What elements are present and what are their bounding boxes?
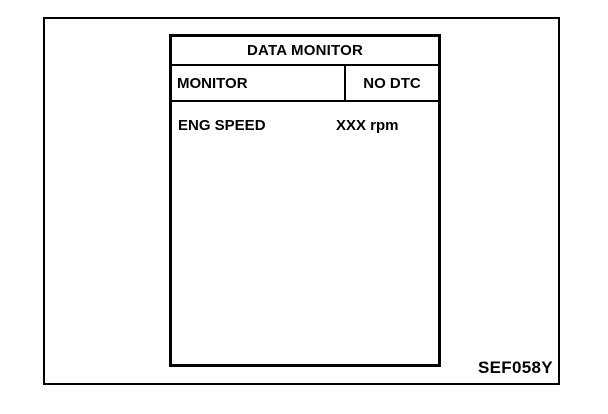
screen-title: DATA MONITOR <box>172 37 438 66</box>
monitor-item-label: ENG SPEED <box>178 117 266 134</box>
monitor-header: MONITOR <box>172 66 346 100</box>
data-monitor-screen: DATA MONITOR MONITOR NO DTC ENG SPEED XX… <box>169 34 441 367</box>
monitor-item-value: XXX rpm <box>336 117 399 134</box>
monitor-item-row: ENG SPEED XXX rpm <box>172 117 438 137</box>
figure-code: SEF058Y <box>478 358 553 377</box>
header-row: MONITOR NO DTC <box>172 66 438 102</box>
dtc-status: NO DTC <box>363 74 421 92</box>
